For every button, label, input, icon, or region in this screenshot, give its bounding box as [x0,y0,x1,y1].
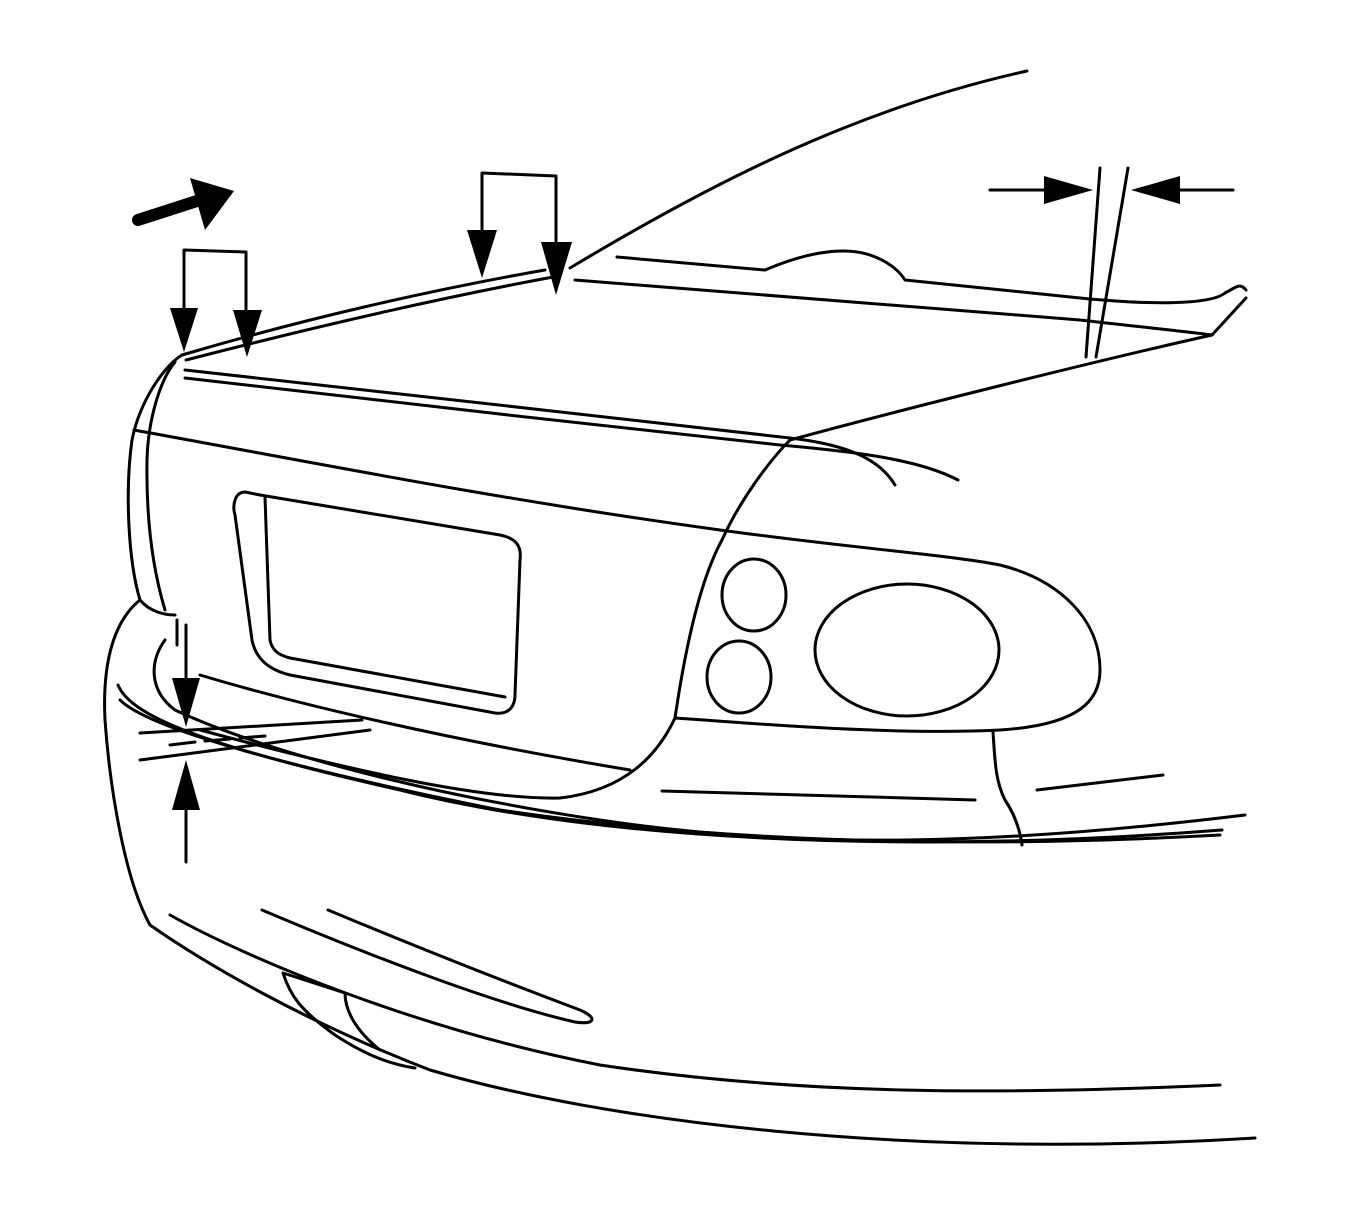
trunk-panel-line [132,428,1102,733]
vehicle-outline [103,69,1257,1146]
rear-deck-line [615,249,1248,305]
trunk-lid-top-edge-inner [184,275,555,362]
gap-dash-1 [168,740,197,747]
exhaust-cutout [281,971,417,1070]
gap-line-upper [138,718,364,735]
rear-deck-line-lower [573,278,1248,337]
gap-line-lower [138,728,372,762]
bumper-crease-2 [116,683,1224,844]
trunk-lid-top-edge [180,268,547,357]
trunk-lid-quarter-gap-front-callout [467,171,572,295]
bumper-lower-line [168,913,1222,1093]
trunk-crease-upper [183,368,897,487]
bumper-crease-1 [152,638,1247,842]
quarter-panel-seam [991,730,1024,847]
callout-arrows [132,171,1235,864]
quarter-seam-gap-callout [988,176,1235,204]
bumper-top-edge [103,598,1257,1146]
trunk-left-corner [126,353,184,617]
tail-light-round-lower [705,639,773,715]
trunk-lid-lower-edge-2 [198,673,632,772]
bumper-reflector-strip [260,908,594,1025]
license-plate-recess-outer [232,490,522,715]
quarter-seam-left [1084,166,1102,359]
trunk-lid-lower-edge [198,538,724,800]
trunk-left-corner-inner [145,360,177,612]
trunk-lid-quarter-gap-rear-callout [170,248,262,357]
quarter-lower-line-2 [1035,773,1165,792]
quarter-seam-right [1094,166,1130,359]
trunk-crease-upper-2 [183,376,960,482]
tail-light-oval [813,582,1001,718]
gap-dash-3 [238,734,267,740]
gap-dash-2 [203,737,232,743]
trunk-lid-bumper-gap-callout [172,618,200,864]
trunk-lid-rear-edge [720,333,1214,542]
bumper-crease-3 [118,698,1222,844]
rear-window-edge [568,69,1029,270]
quarter-lower-line-1 [660,789,977,802]
arrow-icon [132,178,234,230]
tail-light-round-upper [720,557,788,633]
license-plate-recess-inner [263,495,507,699]
